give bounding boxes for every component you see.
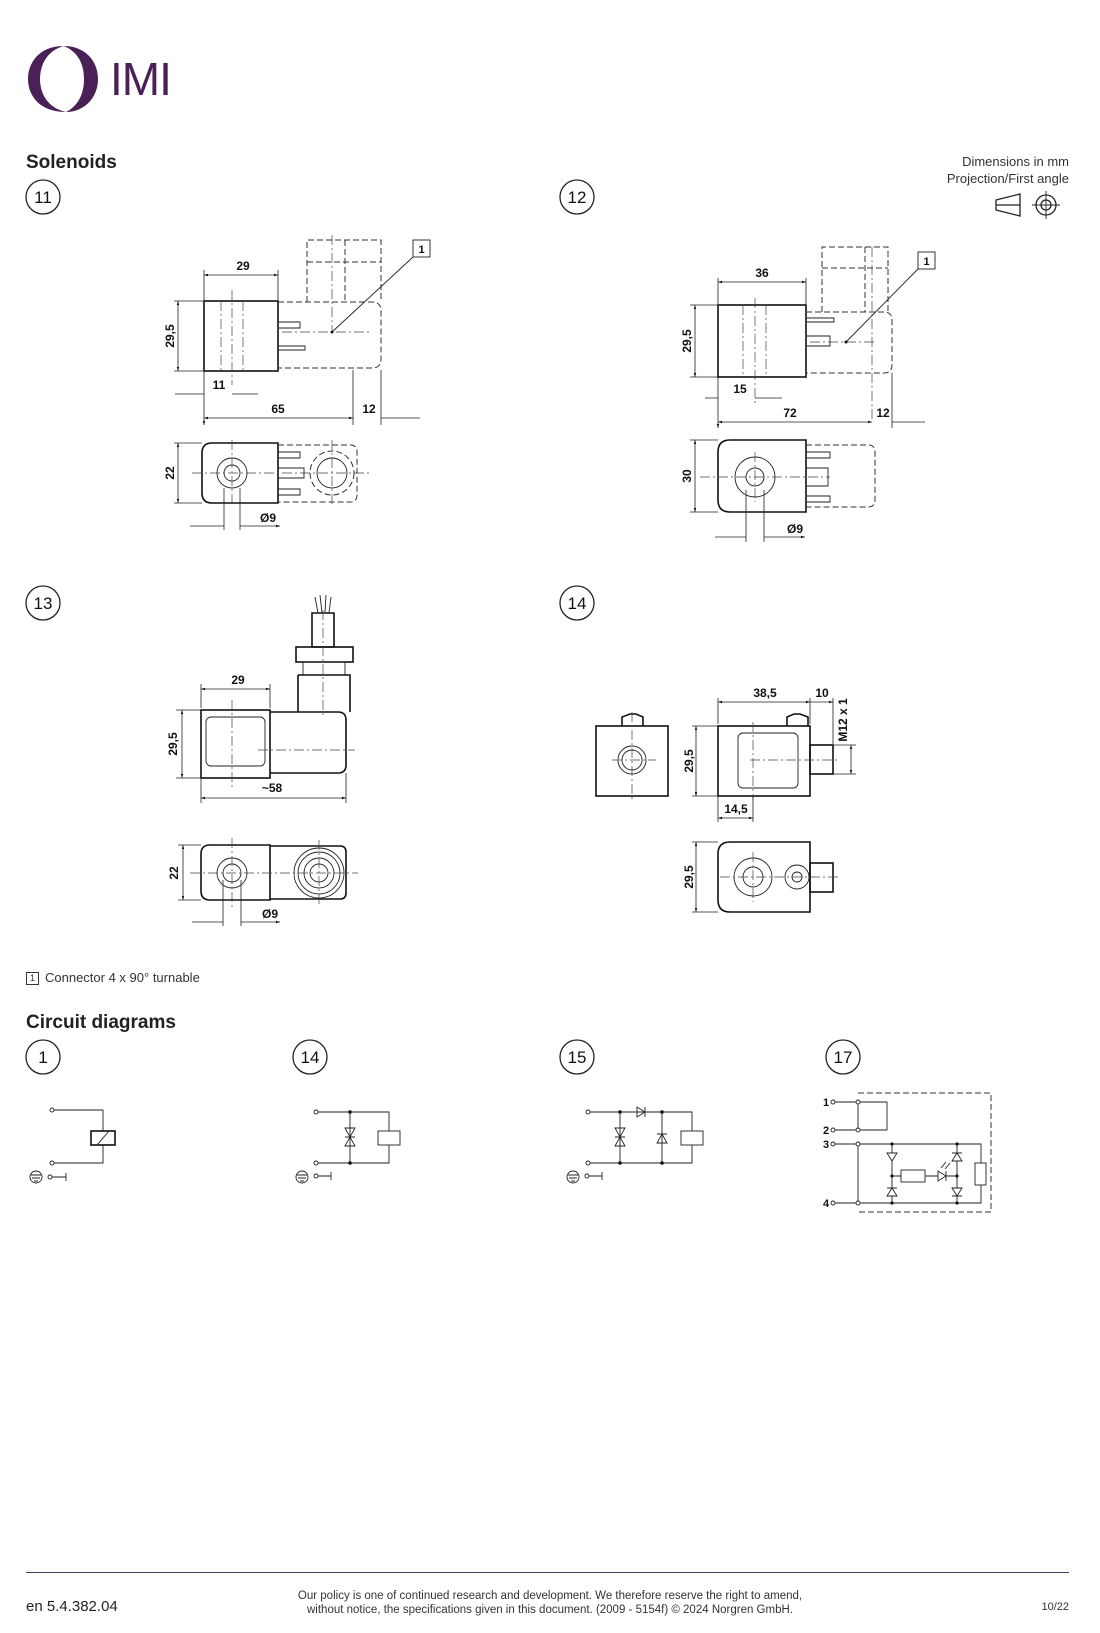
svg-text:M12 x 1: M12 x 1 xyxy=(836,698,850,742)
logo-ring-icon xyxy=(28,46,98,112)
svg-text:14: 14 xyxy=(568,594,587,613)
svg-text:15: 15 xyxy=(568,1048,587,1067)
svg-text:Ø9: Ø9 xyxy=(262,907,278,921)
circuit-badge-1: 1 xyxy=(25,1039,61,1075)
earth-icon xyxy=(566,1170,580,1184)
svg-text:12: 12 xyxy=(568,188,587,207)
svg-text:Ø9: Ø9 xyxy=(787,522,803,536)
solenoid-drawing-13: 29 29,5 ~58 22 Ø9 xyxy=(166,594,358,926)
footer-divider xyxy=(26,1572,1069,1573)
solenoid-drawing-11: 1 29 29,5 11 65 12 22 Ø9 xyxy=(163,235,431,530)
dimensions-note: Dimensions in mm xyxy=(962,154,1069,169)
svg-text:29: 29 xyxy=(236,259,250,273)
svg-text:14: 14 xyxy=(301,1048,320,1067)
circuit-badge-14: 14 xyxy=(292,1039,328,1075)
svg-text:13: 13 xyxy=(34,594,53,613)
circuit-diagrams-title: Circuit diagrams xyxy=(26,1012,176,1033)
svg-text:29,5: 29,5 xyxy=(163,324,177,348)
drawing-badge-12: 12 xyxy=(559,179,595,215)
svg-text:72: 72 xyxy=(783,406,797,420)
footer-policy: Our policy is one of continued research … xyxy=(220,1589,880,1617)
svg-text:12: 12 xyxy=(876,406,890,420)
svg-text:11: 11 xyxy=(213,378,226,392)
drawing-badge-13: 13 xyxy=(25,585,61,621)
svg-text:1: 1 xyxy=(923,256,929,268)
drawing-badge-14: 14 xyxy=(559,585,595,621)
circuit-diagram-14 xyxy=(295,1109,401,1184)
note-text: Connector 4 x 90° turnable xyxy=(45,970,200,985)
first-angle-projection-icon xyxy=(995,191,1060,219)
svg-text:4: 4 xyxy=(823,1198,830,1210)
svg-text:17: 17 xyxy=(834,1048,853,1067)
imi-logo: IMI xyxy=(26,44,176,114)
svg-text:29,5: 29,5 xyxy=(682,865,696,889)
solenoid-drawing-14: 38,5 10 M12 x 1 29,5 14,5 29,5 xyxy=(595,686,856,913)
svg-text:38,5: 38,5 xyxy=(753,686,777,700)
circuit-badge-17: 17 xyxy=(825,1039,861,1075)
svg-text:29,5: 29,5 xyxy=(680,329,694,353)
circuit-diagram-1 xyxy=(29,1107,116,1184)
svg-text:14,5: 14,5 xyxy=(724,802,748,816)
svg-text:29,5: 29,5 xyxy=(682,749,696,773)
svg-text:Ø9: Ø9 xyxy=(260,511,276,525)
footer-policy-line1: Our policy is one of continued research … xyxy=(297,1590,803,1602)
solenoids-title: Solenoids xyxy=(26,152,117,173)
footer-policy-line2: without notice, the specifications given… xyxy=(307,1604,793,1616)
svg-text:3: 3 xyxy=(823,1139,829,1151)
earth-icon xyxy=(29,1170,43,1184)
svg-text:1: 1 xyxy=(418,244,424,256)
solenoid-drawing-12: 1 36 29,5 15 72 12 30 Ø9 xyxy=(680,246,936,542)
footer-doc-id: en 5.4.382.04 xyxy=(26,1598,118,1615)
footer-page-number: 10/22 xyxy=(1041,1601,1069,1613)
svg-text:2: 2 xyxy=(823,1125,829,1137)
note-marker: 1 xyxy=(26,972,39,985)
projection-note: Projection/First angle xyxy=(946,171,1069,186)
svg-text:36: 36 xyxy=(755,266,769,280)
svg-text:10: 10 xyxy=(815,686,829,700)
logo-text: IMI xyxy=(110,53,172,105)
connector-note: 1 Connector 4 x 90° turnable xyxy=(26,970,200,985)
svg-text:22: 22 xyxy=(167,866,181,880)
svg-text:11: 11 xyxy=(34,188,52,207)
drawing-badge-11: 11 xyxy=(25,179,61,215)
svg-text:15: 15 xyxy=(733,382,747,396)
circuit-badge-15: 15 xyxy=(559,1039,595,1075)
circuit-diagram-15 xyxy=(566,1106,704,1184)
svg-text:12: 12 xyxy=(362,402,376,416)
svg-text:29,5: 29,5 xyxy=(166,732,180,756)
svg-text:29: 29 xyxy=(231,673,245,687)
svg-text:30: 30 xyxy=(680,469,694,483)
earth-icon xyxy=(295,1170,309,1184)
svg-text:1: 1 xyxy=(823,1097,829,1109)
svg-text:~58: ~58 xyxy=(262,781,283,795)
svg-text:1: 1 xyxy=(38,1048,47,1067)
svg-text:22: 22 xyxy=(163,466,177,480)
svg-text:65: 65 xyxy=(271,402,285,416)
circuit-diagram-17: 1 2 3 4 xyxy=(823,1092,992,1213)
